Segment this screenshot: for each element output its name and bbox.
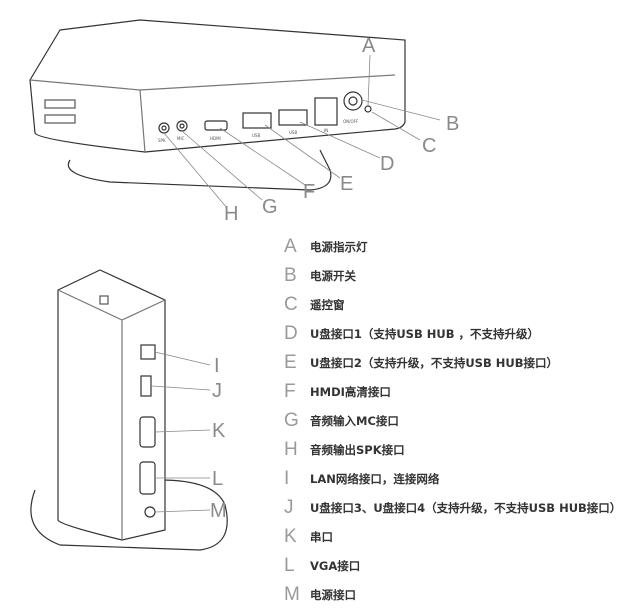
top-stand	[67, 149, 332, 191]
dc-in-label: IN	[324, 128, 328, 133]
usb2-label: USB	[289, 130, 297, 135]
callout-k: K	[212, 420, 226, 442]
legend-text: 音频输入MC接口	[310, 413, 399, 428]
callout-d: D	[380, 153, 394, 175]
legend-item: B 电源开关	[284, 261, 621, 290]
usb-port-3-4	[140, 375, 152, 397]
legend-item: C 遥控窗	[284, 290, 621, 319]
usb-port-2	[278, 109, 308, 126]
hdmi-port	[204, 120, 228, 131]
legend-item: E U盘接口2（支持升级，不支持USB HUB接口）	[284, 348, 621, 377]
legend-text: HMDI高清接口	[310, 384, 391, 399]
legend-text: 音频输出SPK接口	[310, 442, 405, 457]
callout-i: I	[214, 355, 220, 377]
callout-a: A	[362, 35, 376, 57]
callout-e: E	[340, 173, 353, 195]
legend-item: M 电源接口	[284, 580, 621, 609]
legend-text: 电源指示灯	[310, 239, 368, 254]
callout-b: B	[446, 113, 459, 135]
legend-text: U盘接口1（支持USB HUB ，不支持升级）	[310, 326, 539, 341]
hdmi-label: HDMI	[210, 136, 221, 141]
usb-port-1	[242, 112, 272, 129]
callout-m: M	[210, 500, 227, 522]
callout-l: L	[212, 468, 223, 490]
legend-item: I LAN网络接口，连接网络	[284, 464, 621, 493]
callout-c: C	[422, 135, 436, 157]
callout-h: H	[224, 203, 238, 225]
legend-letter: I	[284, 467, 290, 489]
legend-item: H 音频输出SPK接口	[284, 435, 621, 464]
power-label: ON/OFF	[343, 119, 359, 124]
legend-letter: A	[284, 235, 297, 257]
legend-item: F HMDI高清接口	[284, 377, 621, 406]
dc-in-port	[314, 97, 338, 126]
legend-text: 串口	[310, 529, 333, 544]
legend-item: G 音频输入MC接口	[284, 406, 621, 435]
legend-item: D U盘接口1（支持USB HUB ，不支持升级）	[284, 319, 621, 348]
legend-letter: G	[284, 409, 299, 431]
legend-text: LAN网络接口，连接网络	[310, 471, 440, 486]
legend-letter: D	[284, 322, 298, 344]
legend-letter: C	[284, 293, 298, 315]
legend-letter: K	[284, 525, 297, 547]
legend-item: A 电源指示灯	[284, 232, 621, 261]
legend-text: 电源接口	[310, 587, 356, 602]
legend-text: U盘接口2（支持升级，不支持USB HUB接口）	[310, 355, 558, 370]
legend-letter: H	[284, 438, 298, 460]
legend-item: K 串口	[284, 522, 621, 551]
side-device-body	[57, 269, 166, 541]
mic-label: MIC	[177, 136, 185, 141]
callout-g: G	[262, 196, 278, 218]
legend: A 电源指示灯 B 电源开关 C 遥控窗 D U盘接口1（支持USB HUB ，不支持升级） E…	[284, 232, 621, 609]
power-button	[343, 91, 363, 111]
spk-label: SPK	[158, 138, 166, 143]
legend-letter: F	[284, 380, 296, 402]
legend-text: VGA接口	[310, 558, 361, 573]
dc-power-port	[144, 506, 156, 518]
legend-text: U盘接口3、U盘接口4（支持升级，不支持USB HUB接口）	[310, 500, 622, 515]
legend-letter: B	[284, 264, 297, 286]
legend-letter: M	[284, 583, 300, 605]
callout-j: J	[212, 380, 222, 402]
legend-item: L VGA接口	[284, 551, 621, 580]
legend-text: 遥控窗	[310, 297, 345, 312]
callout-f: F	[303, 181, 315, 203]
legend-text: 电源开关	[310, 268, 356, 283]
legend-letter: L	[284, 554, 295, 576]
legend-letter: J	[284, 496, 294, 518]
legend-item: J U盘接口3、U盘接口4（支持升级，不支持USB HUB接口）	[284, 493, 621, 522]
legend-letter: E	[284, 351, 297, 373]
usb1-label: USB	[252, 133, 260, 138]
